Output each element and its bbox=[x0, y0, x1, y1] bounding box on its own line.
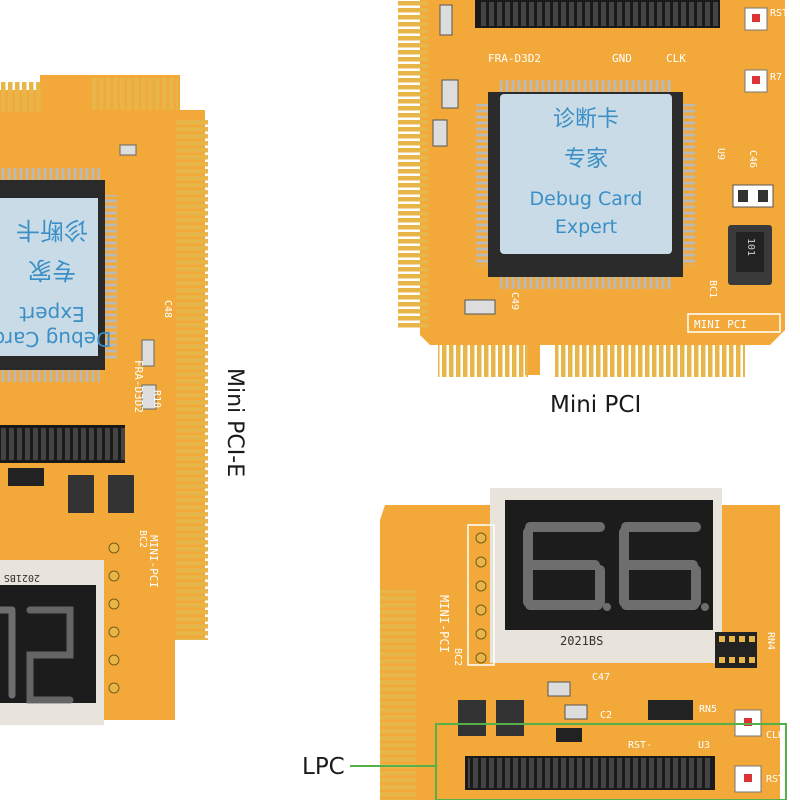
silk-bc1: BC1 bbox=[707, 280, 718, 298]
silk-bc2-left: BC2 bbox=[137, 530, 148, 548]
silk-rn4: RN4 bbox=[765, 632, 776, 650]
mini-pci-board: RST- FRA-D3D2 GND CLK R7 诊断卡 专家 Debug Ca… bbox=[398, 0, 794, 377]
silk-rst-lpc-2: RST- bbox=[766, 774, 790, 785]
silk-fra-left: FRA-D3D2 bbox=[132, 360, 145, 413]
chip-label-line1: 诊断卡 bbox=[553, 107, 619, 132]
silk-mini-pci-board: MINI PCI bbox=[694, 318, 747, 331]
silk-r10: R10 bbox=[151, 390, 162, 408]
gold-fingers-bottom-right bbox=[555, 345, 745, 377]
silk-rst-lpc: RST- bbox=[628, 740, 652, 751]
caption-lpc: LPC bbox=[302, 754, 345, 780]
silk-fra-top: FRA-D3D2 bbox=[488, 52, 541, 65]
capacitor-c49-top bbox=[464, 299, 496, 315]
chip-label-line2: 专家 bbox=[564, 147, 608, 172]
lpc-highlight-box bbox=[435, 723, 787, 800]
pin-column-left bbox=[108, 542, 120, 694]
chip-label-line1-rotated: 诊断卡 bbox=[16, 216, 88, 244]
silk-c48: C48 bbox=[162, 300, 173, 318]
mosfet-lpc-2 bbox=[496, 700, 524, 736]
silk-display-code-left: 2021BS bbox=[4, 572, 40, 583]
resistor-network-rn5 bbox=[648, 700, 693, 720]
seven-seg-digits bbox=[523, 522, 701, 610]
silk-clk-lpc: CLK bbox=[766, 730, 784, 741]
capacitor-c48 bbox=[141, 339, 155, 367]
lpc-board: 2021BS MINI-PCI BC2 RN4 C47 C2 bbox=[380, 488, 790, 800]
chip-label-top bbox=[500, 94, 672, 254]
capacitor-c47 bbox=[547, 681, 571, 697]
silk-c47: C47 bbox=[592, 672, 610, 683]
caption-mini-pci-e: Mini PCI-E bbox=[222, 368, 247, 477]
gold-fingers-lpc-edge bbox=[380, 590, 416, 800]
capacitor-c49 bbox=[119, 144, 137, 156]
chip-label-line2-rotated: 专家 bbox=[28, 256, 76, 284]
silk-mini-pci-lpc: MINI-PCI bbox=[437, 595, 451, 653]
gold-fingers-left-edge bbox=[398, 0, 428, 330]
silk-rst-top: RST- bbox=[770, 8, 794, 19]
chip-label-line3-rotated: Debug Card bbox=[0, 327, 111, 351]
mosfet-1 bbox=[68, 475, 94, 513]
silk-display-code: 2021BS bbox=[560, 634, 603, 648]
gold-fingers-bottom-left bbox=[438, 345, 528, 377]
silk-gnd: GND bbox=[612, 52, 632, 65]
silk-u9: U9 bbox=[715, 148, 726, 160]
resistor-r10 bbox=[141, 384, 157, 410]
pin-column-lpc bbox=[467, 524, 495, 666]
chip-label-line3: Debug Card bbox=[530, 188, 643, 210]
silk-r7: R7 bbox=[770, 72, 782, 83]
gold-fingers-top-left bbox=[0, 82, 42, 112]
mini-pci-e-board: Debug Card Expert 专家 诊断卡 C48 R10 FRA-D3D… bbox=[0, 75, 208, 725]
silk-c2: C2 bbox=[600, 710, 612, 721]
mosfet-2 bbox=[108, 475, 134, 513]
ic-small-lpc bbox=[556, 728, 582, 742]
silk-clk: CLK bbox=[666, 52, 686, 65]
silk-mini-pci-left: MINI-PCI bbox=[147, 535, 160, 588]
silk-u3: U3 bbox=[698, 740, 710, 751]
silk-bc2: BC2 bbox=[452, 648, 463, 666]
silk-c46: C46 bbox=[747, 150, 758, 168]
chip-label-line4-rotated: Expert bbox=[19, 302, 85, 326]
chip-label-line4: Expert bbox=[555, 216, 617, 238]
chip-label bbox=[0, 198, 98, 356]
resistor-r10-top bbox=[441, 79, 459, 109]
mosfet-lpc-1 bbox=[458, 700, 486, 736]
caption-mini-pci: Mini PCI bbox=[550, 392, 641, 418]
silk-c49: C49 bbox=[509, 292, 520, 310]
capacitor-top bbox=[439, 4, 453, 36]
gold-fingers-top-right bbox=[92, 78, 178, 110]
silk-rn5: RN5 bbox=[699, 704, 717, 715]
silk-inductor: 101 bbox=[745, 238, 756, 256]
seven-seg-display-left bbox=[0, 585, 96, 703]
ic-small-left bbox=[8, 468, 44, 486]
gold-fingers-edge bbox=[176, 120, 208, 640]
capacitor-c48-top bbox=[432, 119, 448, 147]
led-rst-lpc bbox=[734, 765, 762, 793]
capacitor-c2 bbox=[564, 704, 588, 720]
